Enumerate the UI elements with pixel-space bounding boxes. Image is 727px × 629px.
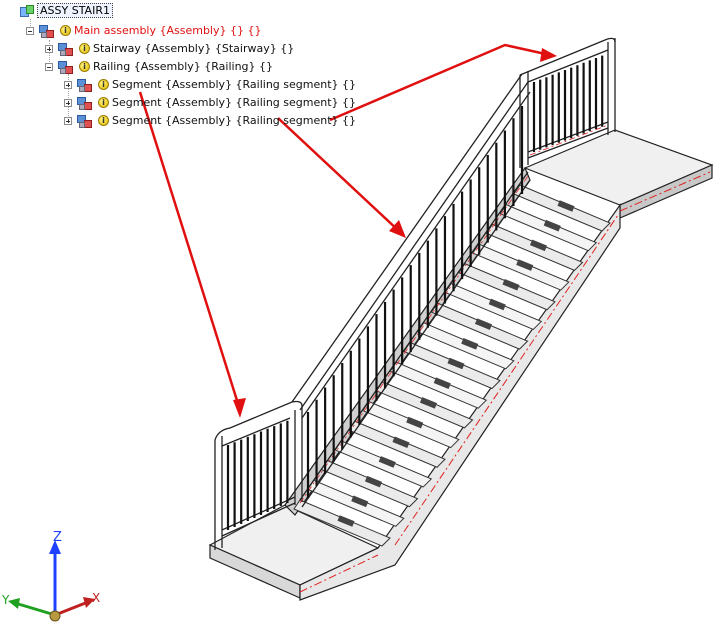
assembly-icon — [57, 60, 77, 74]
stair-model — [208, 129, 714, 601]
x-axis — [54, 600, 89, 617]
stair-tread — [499, 204, 598, 252]
tread-grating — [447, 357, 465, 370]
tread-grating — [378, 456, 396, 468]
tread-grating — [461, 338, 479, 350]
tree-item-label: Stairway {Assembly} {Stairway} {} — [93, 42, 295, 55]
tread-grating — [474, 318, 493, 330]
tree-item-stairway[interactable]: i Stairway {Assembly} {Stairway} {} — [45, 40, 294, 57]
assembly-icon — [76, 114, 96, 128]
x-arrow-icon — [83, 597, 95, 608]
tree-item-main-assembly[interactable]: i Main assembly {Assembly} {} {} — [26, 22, 262, 39]
info-icon: i — [98, 79, 109, 90]
tree-root-label: ASSY STAIR1 — [37, 3, 113, 18]
tread-grating — [337, 515, 355, 527]
collapse-icon[interactable] — [26, 26, 34, 35]
treads — [293, 184, 611, 547]
expand-icon[interactable] — [64, 98, 72, 107]
stair-tread — [293, 499, 391, 547]
tree-item-label: Segment {Assembly} {Railing segment} {} — [112, 114, 357, 127]
tree-item-label: Segment {Assembly} {Railing segment} {} — [112, 96, 357, 109]
railing — [214, 37, 616, 550]
assembly-icon — [76, 78, 96, 92]
tread-grating — [543, 219, 561, 232]
info-icon: i — [60, 25, 71, 36]
expand-icon[interactable] — [64, 80, 72, 89]
left-stringer — [284, 166, 531, 516]
annotation-arrows — [138, 43, 557, 418]
tread-grating — [392, 436, 410, 449]
tread-grating — [419, 397, 438, 409]
z-arrow-icon — [49, 540, 61, 554]
stair-tread — [513, 184, 611, 232]
tree-item-segment-3[interactable]: i Segment {Assembly} {Railing segment} {… — [64, 112, 356, 129]
info-icon: i — [98, 97, 109, 108]
expand-icon[interactable] — [45, 44, 53, 53]
tread-grating — [351, 495, 369, 508]
assembly-icon — [57, 42, 77, 56]
y-arrow-icon — [8, 598, 20, 609]
stair-tread — [471, 243, 570, 291]
tread-grating — [488, 298, 506, 311]
tread-grating — [516, 259, 534, 271]
tree-item-railing[interactable]: i Railing {Assembly} {Railing} {} — [45, 58, 273, 75]
assembly-root-icon — [20, 4, 34, 17]
expand-icon[interactable] — [64, 116, 72, 125]
tread-grating — [406, 416, 424, 429]
collapse-icon[interactable] — [45, 62, 53, 71]
tread-grating — [529, 239, 548, 252]
y-axis — [14, 601, 56, 617]
tree-item-label: Main assembly {Assembly} {} {} — [74, 24, 262, 37]
tree-item-segment-2[interactable]: i Segment {Assembly} {Railing segment} {… — [64, 94, 356, 111]
tree-item-segment-1[interactable]: i Segment {Assembly} {Railing segment} {… — [64, 76, 356, 93]
info-icon: i — [79, 61, 90, 72]
z-axis-label: Z — [53, 530, 62, 545]
stair-tread — [430, 302, 529, 350]
tread-grating — [364, 475, 383, 488]
balusters — [226, 55, 604, 530]
x-axis-label: X — [92, 591, 100, 605]
tread-grating — [433, 377, 451, 389]
right-stringer — [299, 203, 621, 601]
tree-item-label: Segment {Assembly} {Railing segment} {} — [112, 78, 357, 91]
axis-triad: Z Y X — [1, 530, 100, 622]
structure-tree[interactable]: ASSY STAIR1 i Main assembly {Assembly} {… — [0, 0, 400, 140]
tread-grating — [502, 278, 520, 291]
tread-grating — [557, 200, 575, 212]
y-axis-label: Y — [1, 593, 10, 607]
tree-item-label: Railing {Assembly} {Railing} {} — [93, 60, 274, 73]
info-icon: i — [98, 115, 109, 126]
assembly-icon — [76, 96, 96, 110]
assembly-icon — [38, 24, 58, 38]
info-icon: i — [79, 43, 90, 54]
tree-root[interactable]: ASSY STAIR1 — [20, 2, 113, 19]
origin-icon — [49, 610, 61, 622]
stair-tread — [444, 282, 543, 331]
